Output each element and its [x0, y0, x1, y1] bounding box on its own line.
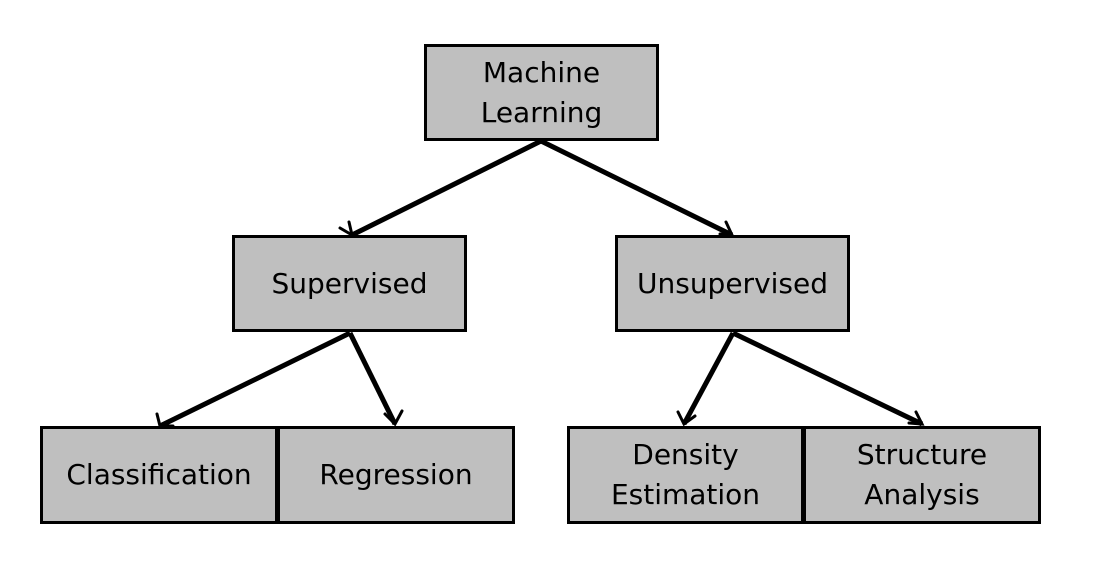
edge-unsupervised-structure — [731, 330, 924, 427]
node-classification-label: Classification — [66, 458, 252, 492]
node-machine-learning: Machine Learning — [424, 44, 659, 141]
edge-supervised-classification — [158, 330, 352, 429]
node-regression-label: Regression — [319, 458, 473, 492]
node-regression: Regression — [277, 426, 515, 524]
node-supervised-label: Supervised — [271, 266, 428, 300]
node-structure-analysis-label: Structure Analysis — [856, 438, 988, 511]
edge-ml-unsupervised — [539, 138, 734, 238]
arrowhead-regression — [383, 409, 404, 427]
arrowhead-structure — [907, 410, 925, 426]
node-classification: Classification — [40, 426, 278, 524]
node-structure-analysis: Structure Analysis — [803, 426, 1041, 524]
node-density-estimation-label: Density Estimation — [610, 438, 761, 511]
node-density-estimation: Density Estimation — [567, 426, 804, 524]
arrowhead-density — [676, 410, 697, 427]
node-unsupervised: Unsupervised — [615, 235, 850, 332]
arrowhead-supervised — [338, 220, 355, 239]
edge-supervised-regression — [347, 331, 398, 426]
node-unsupervised-label: Unsupervised — [636, 266, 829, 300]
edge-unsupervised-density — [681, 331, 736, 426]
edge-ml-supervised — [350, 138, 543, 238]
node-machine-learning-label: Machine Learning — [480, 55, 603, 129]
node-supervised: Supervised — [232, 235, 467, 332]
